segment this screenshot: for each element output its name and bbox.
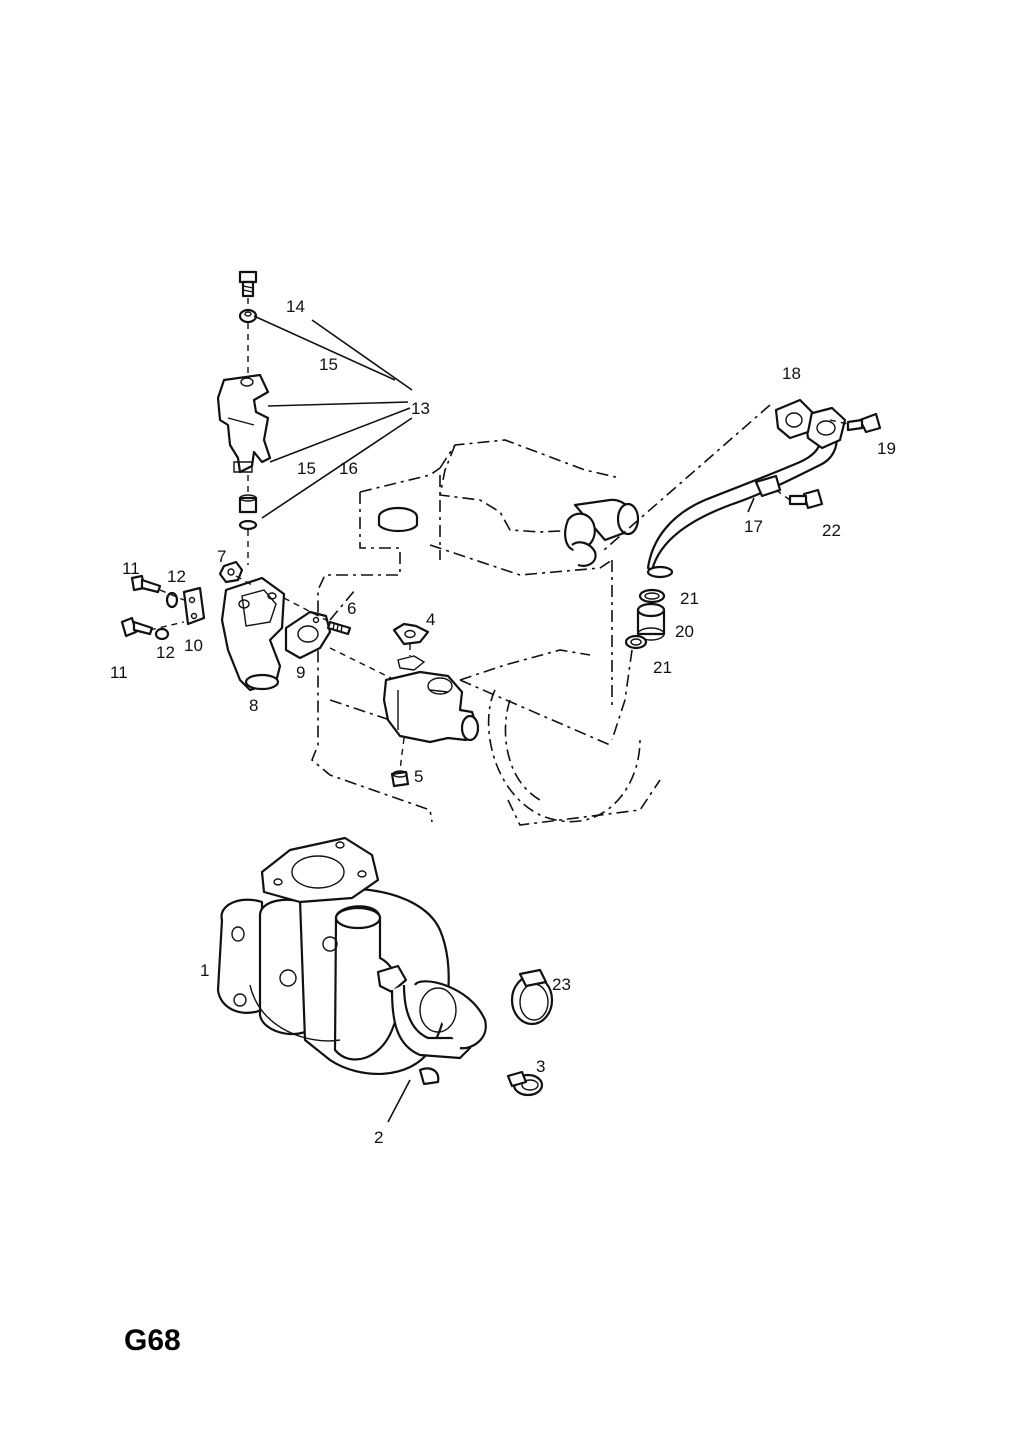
callout-20: 20 — [675, 622, 694, 641]
hose-clip-23 — [510, 968, 554, 1026]
bolt-14 — [238, 270, 258, 298]
exhaust-elbow — [220, 576, 286, 692]
stud-6 — [326, 620, 352, 636]
callout-15-upper: 15 — [319, 355, 338, 374]
callout-5: 5 — [414, 767, 423, 786]
nut-16 — [238, 494, 258, 514]
seal-21-top — [638, 588, 666, 604]
coolant-housing — [382, 670, 480, 744]
ring-washer — [238, 519, 258, 531]
washer-12-bottom — [154, 627, 170, 641]
oil-pipe — [646, 406, 847, 579]
callout-11-lower: 11 — [110, 663, 128, 682]
callout-15-lower: 15 — [297, 459, 316, 478]
intake-cylinder — [564, 498, 640, 567]
callout-13: 13 — [411, 399, 430, 418]
bolt-11-bottom — [120, 616, 154, 638]
callout-4: 4 — [426, 610, 435, 629]
callout-12-lower: 12 — [156, 643, 175, 662]
clip-3 — [506, 1070, 544, 1097]
seal-21-bottom — [624, 634, 648, 650]
bolt-22 — [788, 488, 824, 510]
callout-22: 22 — [822, 521, 841, 540]
washer-15-top — [238, 308, 258, 324]
callout-7: 7 — [217, 547, 226, 566]
callout-23: 23 — [552, 975, 571, 994]
bolt-11-top — [130, 574, 162, 594]
bolt-19 — [846, 412, 882, 434]
callout-8: 8 — [249, 696, 258, 715]
callout-12-upper: 12 — [167, 567, 186, 586]
callout-1: 1 — [200, 961, 209, 980]
callout-3: 3 — [536, 1057, 545, 1076]
engine-block-outline — [311, 439, 661, 826]
callout-labels: 14 15 13 15 16 18 19 17 22 21 20 21 7 11… — [110, 297, 896, 1147]
oil-filler-cap — [377, 506, 419, 533]
callout-17: 17 — [744, 517, 763, 536]
callout-2: 2 — [374, 1128, 383, 1147]
leader-13 — [253, 315, 413, 519]
nut-5 — [390, 770, 410, 788]
gasket-9 — [284, 610, 332, 660]
heat-shield — [216, 373, 272, 474]
callout-18: 18 — [782, 364, 801, 383]
diagram-code: G68 — [124, 1324, 181, 1357]
callout-9: 9 — [296, 663, 305, 682]
callout-21-upper: 21 — [680, 589, 699, 608]
leader-2 — [387, 1079, 411, 1123]
callout-16: 16 — [339, 459, 358, 478]
gasket-18 — [774, 398, 814, 440]
bracket-10 — [182, 586, 206, 626]
callout-6: 6 — [347, 599, 356, 618]
sleeve-20 — [636, 602, 666, 641]
callout-19: 19 — [877, 439, 896, 458]
turbocharger — [216, 836, 487, 1086]
callout-11-upper: 11 — [122, 559, 140, 578]
callout-14: 14 — [286, 297, 305, 316]
gasket-4 — [392, 622, 430, 671]
callout-10: 10 — [184, 636, 203, 655]
callout-21-lower: 21 — [653, 658, 672, 677]
